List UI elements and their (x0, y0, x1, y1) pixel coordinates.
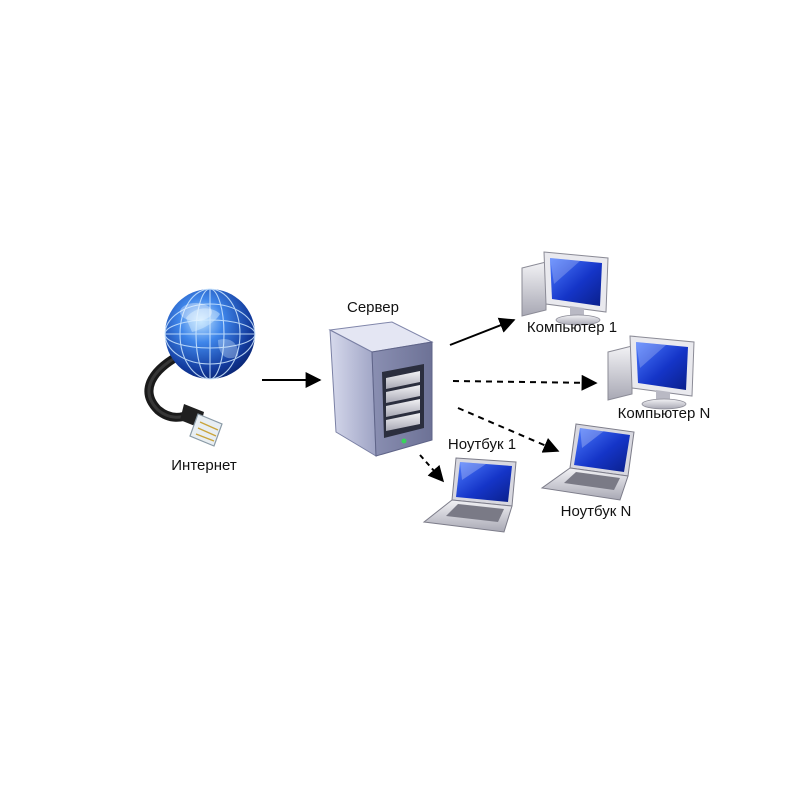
label-computer-n: Компьютер N (617, 405, 711, 422)
laptop-n-icon (540, 423, 635, 501)
arrow-server-laptop-1 (419, 454, 445, 483)
label-laptop-n: Ноутбук N (560, 503, 632, 520)
arrow-server-computer-1 (449, 317, 516, 346)
label-internet: Интернет (171, 457, 237, 474)
arrow-server-computer-n (452, 374, 598, 391)
connection-arrows (262, 317, 598, 483)
internet-icon (144, 288, 256, 447)
computer-n-icon (607, 335, 695, 410)
laptop-1-icon (422, 457, 517, 533)
label-server: Сервер (346, 299, 400, 316)
computer-1-icon (521, 251, 609, 326)
label-laptop-1: Ноутбук 1 (447, 436, 517, 453)
server-icon (328, 321, 434, 457)
label-computer-1: Компьютер 1 (526, 319, 618, 336)
arrow-server-laptop-n (457, 407, 560, 453)
